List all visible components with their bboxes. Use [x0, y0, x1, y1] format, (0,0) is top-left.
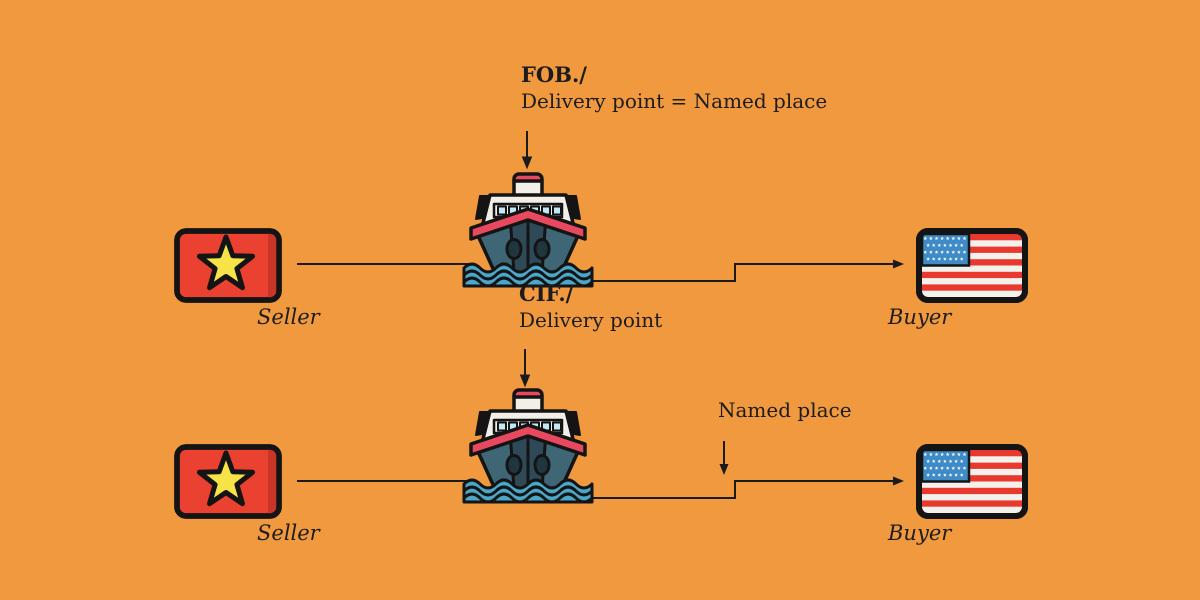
- fob-title: FOB./: [521, 62, 587, 87]
- route-arrow-row2: [296, 475, 905, 499]
- vietnam-flag-icon: [174, 228, 282, 303]
- down-arrow-icon: [519, 348, 531, 387]
- named-place-label: Named place: [718, 398, 852, 422]
- cif-subtitle: Delivery point: [519, 308, 663, 332]
- cargo-ship-icon: [462, 172, 594, 288]
- cif-label-block: CIF./ Delivery point: [519, 281, 662, 333]
- usa-flag-icon: [916, 444, 1028, 519]
- seller-label-row1: Seller: [257, 305, 320, 329]
- down-arrow-icon: [521, 130, 533, 169]
- fob-subtitle: Delivery point = Named place: [521, 89, 828, 113]
- usa-flag-icon: [916, 228, 1028, 303]
- buyer-label-row1: Buyer: [888, 305, 952, 329]
- cargo-ship-icon: [462, 388, 594, 504]
- vietnam-flag-icon: [174, 444, 282, 519]
- down-arrow-icon: [719, 441, 729, 475]
- seller-label-row2: Seller: [257, 521, 320, 545]
- cif-title: CIF./: [519, 281, 574, 306]
- fob-label-block: FOB./ Delivery point = Named place: [521, 62, 827, 114]
- buyer-label-row2: Buyer: [888, 521, 952, 545]
